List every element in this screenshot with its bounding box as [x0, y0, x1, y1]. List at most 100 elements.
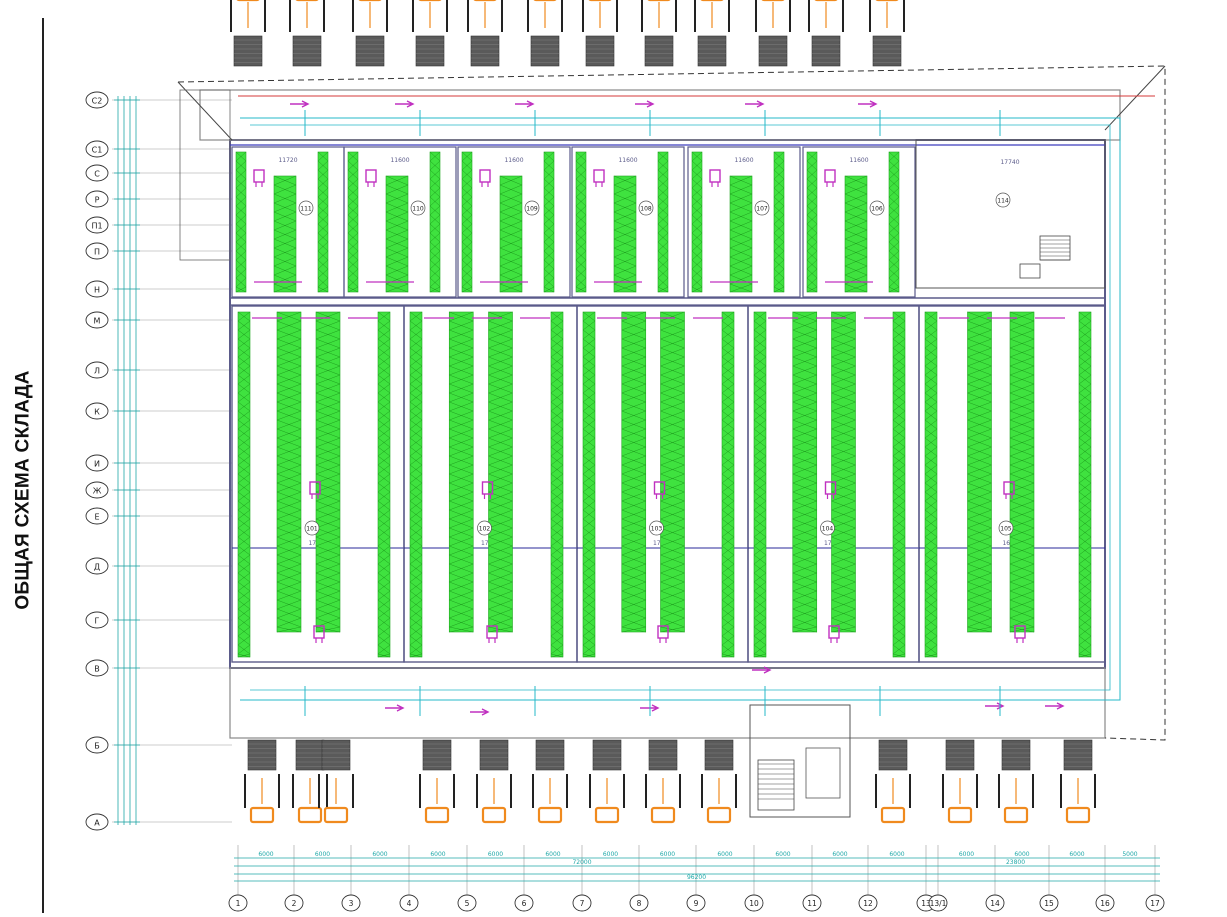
rack-cross — [449, 392, 474, 403]
rack-row — [844, 175, 868, 293]
rack-cross — [613, 247, 637, 258]
rack-cross — [753, 563, 767, 574]
dock-leveler — [295, 739, 325, 771]
rack-cross — [237, 329, 251, 340]
rack-cross — [1009, 347, 1035, 358]
rack-cross — [806, 160, 818, 171]
rack-row — [499, 175, 523, 293]
rack-cross — [499, 229, 523, 240]
row-axis-bubble — [85, 659, 109, 677]
rack-cross — [967, 581, 992, 592]
rack-cross — [691, 196, 703, 207]
rack-cross — [892, 590, 906, 601]
rack-cross — [621, 419, 646, 430]
rack-cross — [461, 205, 473, 216]
dock-leveler — [535, 739, 565, 771]
rack-cross — [721, 401, 735, 412]
truck-cab — [947, 806, 973, 824]
rack-cross — [550, 581, 564, 592]
rack-cross — [892, 437, 906, 448]
rack-cross — [967, 329, 992, 340]
flow-arrow-marker — [635, 100, 655, 108]
rack-cross — [729, 247, 753, 258]
truck-cab — [594, 806, 620, 824]
rack-cross — [575, 286, 587, 293]
rack-cross — [488, 437, 513, 448]
rack-cross — [488, 554, 513, 565]
rack-cross — [315, 410, 341, 421]
rack-cross — [550, 347, 564, 358]
rack-cross — [660, 320, 685, 331]
rack-cross — [347, 196, 359, 207]
rack-cross — [792, 446, 817, 457]
rack-cross — [276, 563, 302, 574]
rack-cross — [449, 563, 474, 574]
rack-cross — [831, 347, 856, 358]
rack-cross — [660, 455, 685, 466]
bay-dim-label: 6000 — [430, 851, 445, 858]
rack-cross — [315, 311, 341, 322]
row-axis-bubble — [85, 402, 109, 420]
rack-cross — [621, 545, 646, 556]
rack-cross — [1009, 320, 1035, 331]
rack-cross — [582, 338, 596, 349]
row-axis-bubble — [85, 216, 109, 234]
rack-cross — [1078, 509, 1092, 520]
rack-cross — [409, 554, 423, 565]
rack-cross — [621, 590, 646, 601]
rack-cross — [409, 374, 423, 385]
rack-cross — [831, 581, 856, 592]
rack-cross — [1078, 590, 1092, 601]
rack-cross — [1078, 320, 1092, 331]
rack-cross — [888, 214, 900, 225]
rack-cross — [924, 329, 938, 340]
rack-cross — [792, 536, 817, 547]
flow-arrow-marker — [1045, 702, 1065, 710]
row-axis-bubble — [85, 311, 109, 329]
rack-cross — [621, 392, 646, 403]
rack-cross — [409, 446, 423, 457]
rack-cross — [276, 581, 302, 592]
rack-cross — [924, 500, 938, 511]
rack-cross — [550, 626, 564, 637]
col-axis-bubble — [399, 894, 419, 912]
rack-cross — [377, 545, 391, 556]
rack-cross — [235, 259, 247, 270]
rack-cross — [831, 410, 856, 421]
rack-cross — [488, 536, 513, 547]
rack-cross — [550, 311, 564, 322]
rack-cross — [660, 419, 685, 430]
rack-cross — [721, 635, 735, 646]
rack-cross — [831, 383, 856, 394]
rack-cross — [488, 455, 513, 466]
rack-cross — [409, 338, 423, 349]
rack-cross — [488, 401, 513, 412]
rack-cross — [792, 572, 817, 583]
rack-cross — [377, 644, 391, 655]
room-width-label: 11600 — [504, 157, 523, 164]
rack-cross — [237, 500, 251, 511]
rack-cross — [235, 241, 247, 252]
lower-room: 17750101 — [231, 305, 405, 663]
rack-cross — [347, 187, 359, 198]
dock-leveler — [758, 35, 788, 67]
rack-cross — [721, 617, 735, 628]
rack-cross — [892, 392, 906, 403]
rack-cross — [276, 419, 302, 430]
rack-cross — [753, 464, 767, 475]
rack-cross — [429, 259, 441, 270]
rack-cross — [924, 356, 938, 367]
rack-cross — [276, 338, 302, 349]
rack-cross — [924, 392, 938, 403]
rack-cross — [892, 617, 906, 628]
rack-cross — [967, 572, 992, 583]
rack-cross — [315, 428, 341, 439]
row-axis-bubble — [85, 557, 109, 575]
rack-cross — [317, 169, 329, 180]
rack-cross — [753, 419, 767, 430]
rack-cross — [729, 175, 753, 186]
row-axis-label: Н — [94, 286, 100, 295]
rack-cross — [660, 545, 685, 556]
rack-cross — [449, 455, 474, 466]
rack-cross — [235, 205, 247, 216]
